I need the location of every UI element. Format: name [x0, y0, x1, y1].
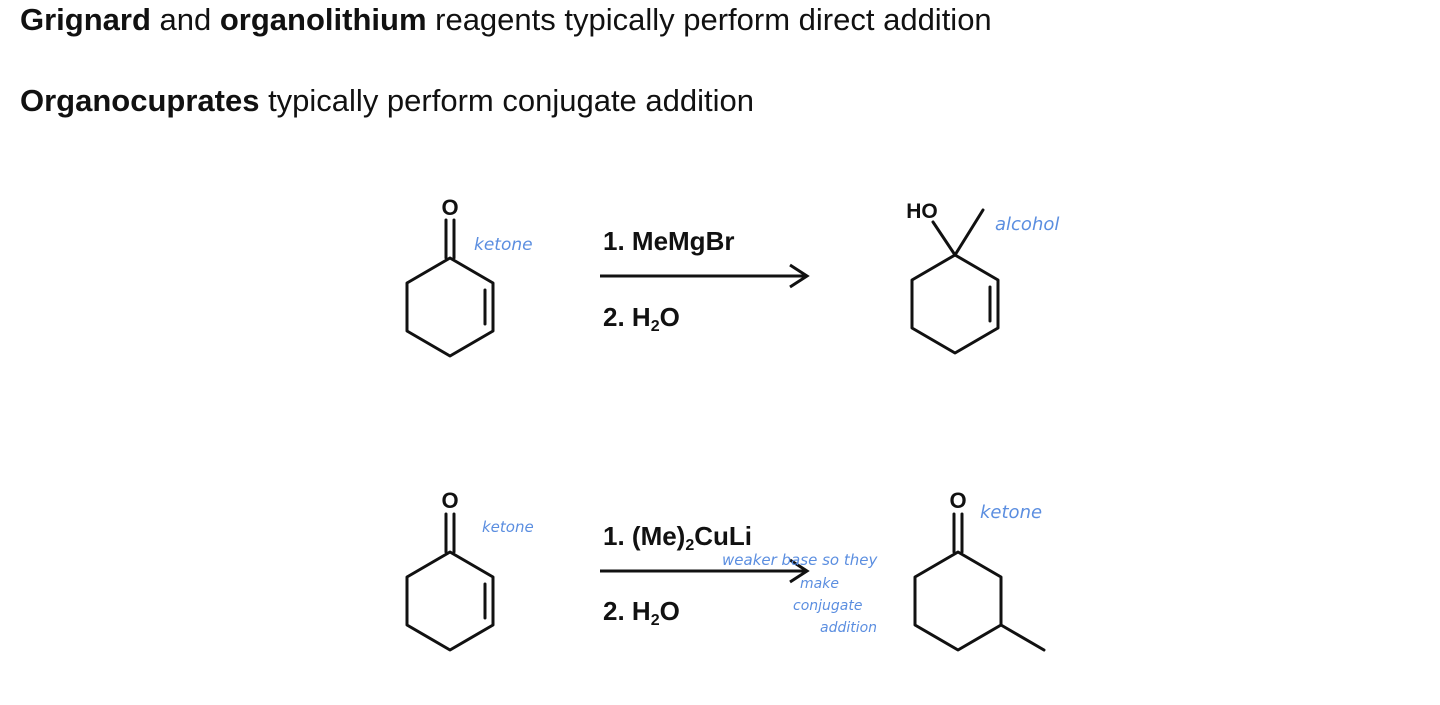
- statement-conjugate-addition: Organocuprates typically perform conjuga…: [20, 83, 754, 119]
- arrow-note-line-1: weaker base so they: [722, 551, 878, 569]
- reactant-2-cyclohexenone: O ketone: [405, 488, 534, 652]
- product-2-ring: [913, 550, 1003, 652]
- reaction-1-step-1: 1. MeMgBr: [603, 226, 734, 256]
- product-2-note: ketone: [980, 502, 1042, 523]
- statement-1-part-3: organolithium: [219, 2, 427, 37]
- reaction-2-step-2: 2. H2O: [603, 596, 680, 629]
- reactant-1-note: ketone: [474, 235, 533, 255]
- reactant-2-oxygen: O: [441, 488, 458, 513]
- product-1-methyl-bond: [953, 208, 985, 257]
- product-1-note: alcohol: [995, 214, 1059, 235]
- statement-2-part-2: typically perform conjugate addition: [259, 83, 754, 118]
- product-2-oxygen: O: [949, 488, 966, 513]
- product-1-oh-bond: [931, 220, 957, 257]
- reaction-2-arrow-note: weaker base so they make conjugate addit…: [722, 551, 878, 636]
- arrow-note-line-2: make: [800, 576, 839, 592]
- reactant-1-ring: [405, 256, 495, 358]
- reactant-1-oxygen: O: [441, 195, 458, 220]
- arrow-note-line-3: conjugate: [793, 598, 862, 614]
- reactant-2-ring: [405, 550, 495, 652]
- statement-1-part-2: and: [150, 2, 220, 37]
- reaction-1: O ketone 1. MeMgBr 2. H2O HO alcohol: [405, 195, 1059, 358]
- reaction-2: O ketone 1. (Me)2CuLi 2. H2O weaker base…: [405, 488, 1046, 652]
- reaction-1-arrow: [600, 263, 810, 289]
- statement-1-part-1: Grignard: [20, 2, 151, 37]
- product-1-hydroxyl: HO: [906, 200, 938, 223]
- product-2-ketone: O ketone: [913, 488, 1046, 652]
- statement-1-part-4: reagents typically perform direct additi…: [426, 2, 992, 37]
- product-1-ring: [910, 253, 1000, 355]
- product-2-methyl-bond: [999, 623, 1046, 652]
- reaction-2-arrow: [600, 558, 810, 584]
- reactant-1-cyclohexenone: O ketone: [405, 195, 533, 358]
- reactant-2-note: ketone: [482, 518, 534, 536]
- product-1-alcohol: HO alcohol: [906, 200, 1059, 355]
- statement-2-part-1: Organocuprates: [20, 83, 260, 118]
- reaction-1-step-2: 2. H2O: [603, 302, 680, 335]
- statement-direct-addition: Grignard and organolithium reagents typi…: [20, 2, 992, 38]
- arrow-note-line-4: addition: [820, 620, 877, 636]
- reaction-2-step-1: 1. (Me)2CuLi: [603, 521, 752, 554]
